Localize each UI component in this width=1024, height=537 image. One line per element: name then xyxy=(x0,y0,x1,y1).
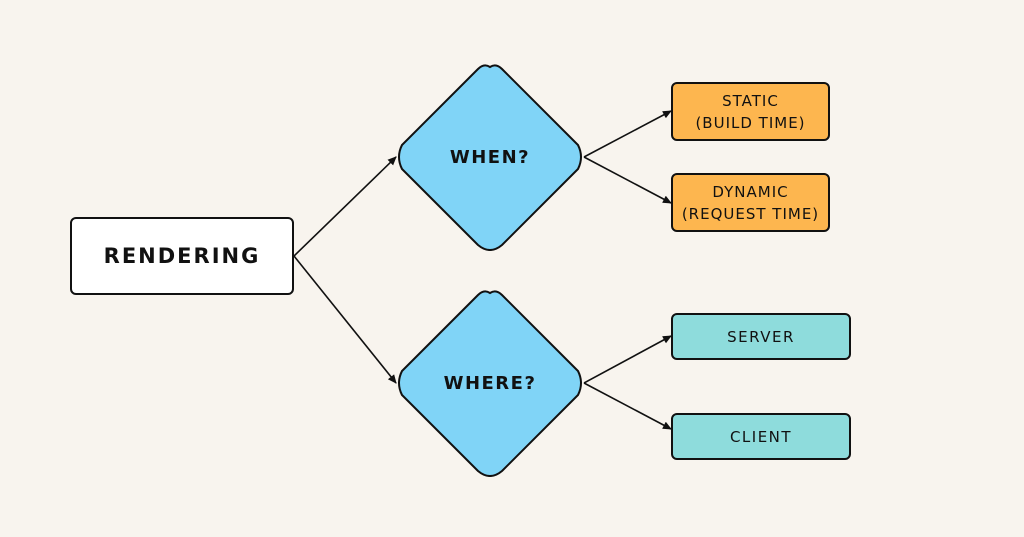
when-decision-node[interactable]: WHEN? xyxy=(396,63,584,251)
server-label: SERVER xyxy=(727,327,795,346)
arrow-when-to-dynamic xyxy=(583,156,672,204)
dynamic-label: DYNAMIC xyxy=(712,182,789,201)
dynamic-sublabel: (REQUEST TIME) xyxy=(681,204,820,223)
when-label: WHEN? xyxy=(449,146,531,168)
client-node[interactable]: CLIENT xyxy=(671,413,851,460)
rendering-node[interactable]: RENDERING xyxy=(70,217,294,295)
arrow-rendering-to-when xyxy=(293,156,397,257)
client-label: CLIENT xyxy=(729,427,793,446)
dynamic-request-time-node[interactable]: DYNAMIC (REQUEST TIME) xyxy=(671,173,830,232)
static-build-time-node[interactable]: STATIC (BUILD TIME) xyxy=(671,82,830,141)
server-node[interactable]: SERVER xyxy=(671,313,851,360)
arrow-where-to-server xyxy=(583,335,672,384)
where-diamond-shape xyxy=(398,290,582,477)
rendering-label: RENDERING xyxy=(103,244,261,268)
where-decision-node[interactable]: WHERE? xyxy=(396,289,584,477)
arrow-rendering-to-where xyxy=(293,255,397,384)
where-label: WHERE? xyxy=(443,372,537,394)
when-diamond-shape xyxy=(398,64,582,251)
arrow-when-to-static xyxy=(583,110,672,158)
static-label: STATIC xyxy=(722,91,779,110)
static-sublabel: (BUILD TIME) xyxy=(695,113,806,132)
arrow-where-to-client xyxy=(583,382,672,430)
